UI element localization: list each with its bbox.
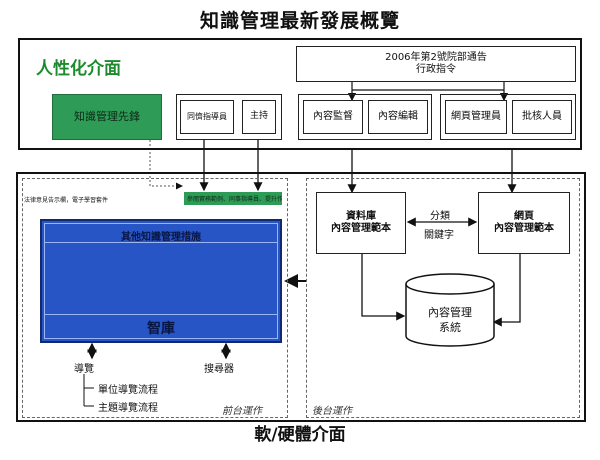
- diagram-title: 知識管理最新發展概覽: [199, 10, 400, 32]
- topic-navigation-flow: 主題導覽流程: [98, 403, 158, 414]
- search-engine-label: 搜尋器: [204, 364, 234, 375]
- web-admin-box: 網頁管理員: [445, 100, 507, 134]
- unit-navigation-flow: 單位導覽流程: [98, 385, 158, 396]
- mentor-host-group: [176, 94, 282, 140]
- human-interface-label: 人性化介面: [36, 59, 121, 79]
- directive-box: 2006年第2號院部通告 行政指令: [296, 46, 576, 82]
- wisdom-header: 其他知識管理措施: [121, 232, 201, 243]
- web-template-line1: 網頁: [514, 210, 534, 222]
- wisdom-divider-top: [44, 242, 278, 243]
- keyword-label: 關鍵字: [424, 230, 454, 241]
- back-operations-panel: [306, 178, 580, 418]
- cms-line2: 系統: [439, 320, 461, 334]
- front-operations-panel: [22, 178, 288, 418]
- approver-box: 批核人員: [512, 100, 572, 134]
- wisdom-bank-inner: [44, 223, 278, 339]
- content-supervisor-box: 內容監督: [303, 100, 363, 134]
- navigation-label: 導覽: [74, 364, 94, 375]
- database-template-line2: 內容管理範本: [331, 223, 391, 234]
- human-interface-layer: [18, 38, 582, 150]
- front-operations-label: 前台運作: [222, 406, 262, 417]
- cms-label: 內容管理 系統: [406, 306, 494, 336]
- front-strip-text: 法律意見告示欄，電子學習套件: [24, 197, 109, 204]
- knowledge-pioneer-box: 知識管理先鋒: [52, 94, 162, 140]
- web-template-line2: 內容管理範本: [494, 223, 554, 234]
- content-role-group: [298, 94, 432, 140]
- wisdom-bank-panel: [40, 219, 282, 343]
- database-template-box: 資料庫 內容管理範本: [316, 192, 406, 254]
- mentor-box: 同儕指導員: [180, 100, 234, 134]
- back-operations-label: 後台運作: [312, 406, 352, 417]
- directive-line1: 2006年第2號院部通告: [385, 51, 487, 63]
- content-editor-box: 內容編輯: [368, 100, 428, 134]
- hardware-interface-label: 軟/硬體介面: [254, 425, 346, 445]
- host-box: 主持: [242, 100, 276, 134]
- directive-line2: 行政指令: [416, 64, 456, 75]
- web-role-group: [440, 94, 576, 140]
- front-strip-green: 參閱實務範例、同事指導員、提升作業: [184, 192, 282, 205]
- wisdom-bank-name: 智庫: [147, 321, 175, 337]
- cms-line1: 內容管理: [428, 306, 472, 319]
- wisdom-divider-bottom: [44, 314, 278, 315]
- classification-label: 分類: [430, 211, 450, 222]
- hardware-interface-layer: [16, 172, 586, 422]
- database-template-line1: 資料庫: [346, 210, 376, 222]
- web-template-box: 網頁 內容管理範本: [478, 192, 570, 254]
